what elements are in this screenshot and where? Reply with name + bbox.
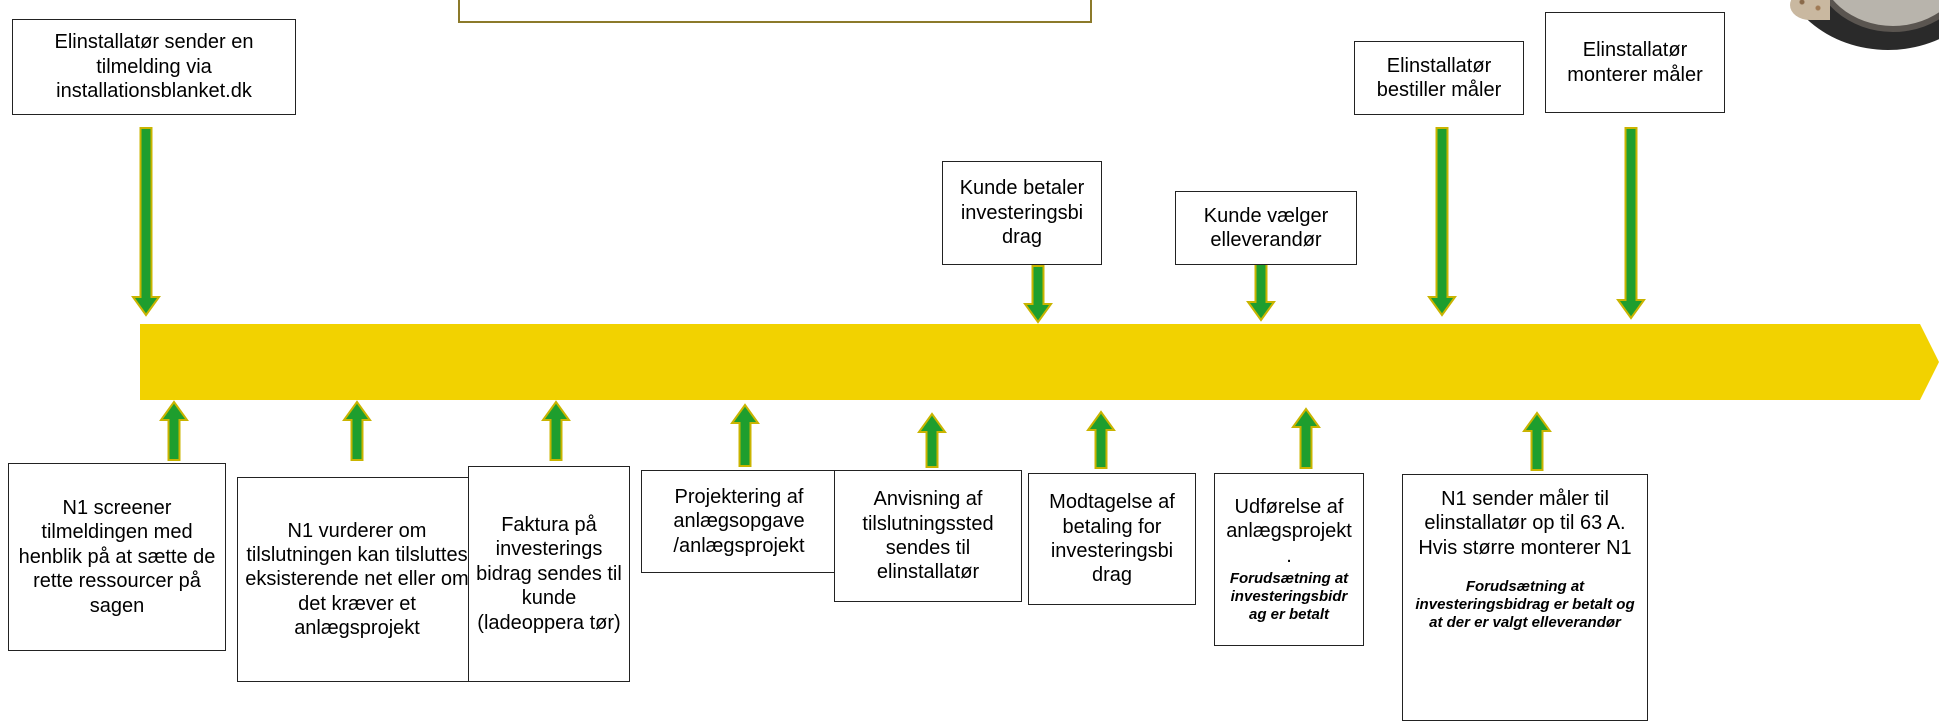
arrow-down-2 xyxy=(1023,265,1053,324)
step-box-top-1: Elinstallatør sender en tilmelding via i… xyxy=(12,19,296,115)
arrow-down-5 xyxy=(1616,127,1646,320)
arrow-down-1 xyxy=(131,127,161,317)
step-text: Kunde vælger elleverandør xyxy=(1203,204,1329,251)
step-box-bottom-4: Projektering af anlægsopgave /anlægsproj… xyxy=(641,470,837,573)
step-box-bottom-1: N1 screener tilmeldingen med henblik på … xyxy=(8,463,226,651)
step-text: Elinstallatør bestiller måler xyxy=(1376,54,1502,101)
step-box-bottom-5: Anvisning af tilslutningssted sendes til… xyxy=(834,470,1022,602)
arrow-up-3 xyxy=(541,400,571,461)
wheel-gravel xyxy=(1790,0,1830,20)
step-text: Udførelse af anlægsprojekt xyxy=(1226,495,1352,543)
arrow-down-4 xyxy=(1427,127,1457,317)
arrow-up-7 xyxy=(1291,407,1321,469)
step-text: N1 screener tilmeldingen med henblik på … xyxy=(18,497,216,617)
step-box-bottom-8: N1 sender måler til elinstallatør op til… xyxy=(1402,474,1648,721)
arrow-up-4 xyxy=(730,403,760,467)
step-note: Forudsætning at investeringsbidr ag er b… xyxy=(1229,570,1349,624)
arrow-up-1 xyxy=(159,400,189,461)
step-box-top-5: Elinstallatør monterer måler xyxy=(1545,12,1725,113)
step-box-top-4: Elinstallatør bestiller måler xyxy=(1354,41,1524,115)
step-text: Projektering af anlægsopgave /anlægsproj… xyxy=(673,485,805,557)
step-text: Faktura på investerings bidrag sendes ti… xyxy=(476,514,622,634)
step-separator: . xyxy=(1286,544,1292,567)
step-box-top-3: Kunde vælger elleverandør xyxy=(1175,191,1357,265)
arrow-up-6 xyxy=(1086,410,1116,469)
step-note: Forudsætning at investeringsbidrag er be… xyxy=(1415,578,1635,632)
arrow-down-3 xyxy=(1246,262,1276,322)
step-text: Elinstallatør sender en tilmelding via i… xyxy=(54,31,254,103)
step-text: N1 vurderer om tilslutningen kan tilslut… xyxy=(245,519,469,640)
arrow-up-2 xyxy=(342,400,372,461)
step-text: Anvisning af tilslutningssted sendes til… xyxy=(862,488,994,584)
top-frame-partial xyxy=(458,0,1092,23)
step-text: Kunde betaler investeringsbi drag xyxy=(959,177,1085,249)
step-box-bottom-6: Modtagelse af betaling for investeringsb… xyxy=(1028,473,1196,605)
arrow-up-5 xyxy=(917,412,947,468)
step-text: N1 sender måler til elinstallatør op til… xyxy=(1418,488,1632,559)
step-text: Modtagelse af betaling for investeringsb… xyxy=(1049,491,1175,587)
timeline-bar xyxy=(140,324,1939,400)
step-box-bottom-7: Udførelse af anlægsprojekt . Forudsætnin… xyxy=(1214,473,1364,646)
arrow-up-8 xyxy=(1522,411,1552,471)
step-text: Elinstallatør monterer måler xyxy=(1567,39,1703,86)
step-box-top-2: Kunde betaler investeringsbi drag xyxy=(942,161,1102,265)
step-box-bottom-2: N1 vurderer om tilslutningen kan tilslut… xyxy=(237,477,477,682)
step-box-bottom-3: Faktura på investerings bidrag sendes ti… xyxy=(468,466,630,682)
arrow-group xyxy=(131,127,1646,471)
